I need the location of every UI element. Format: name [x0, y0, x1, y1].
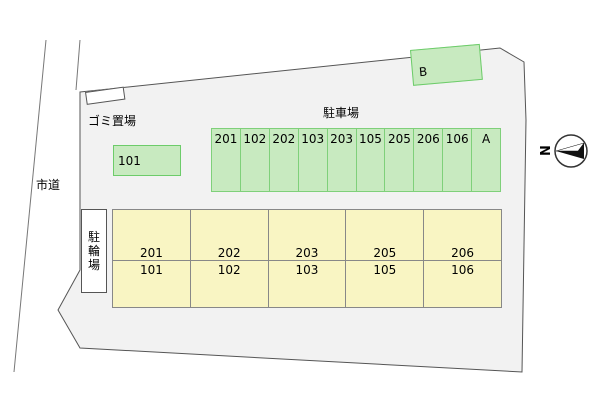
road-edge-left: [13, 39, 47, 373]
unit-lower-label: 106: [451, 263, 475, 277]
parking-space-b-label: B: [418, 64, 428, 80]
bicycle-parking: 駐 輪 場: [81, 209, 107, 293]
building-unit: 201 101: [113, 210, 190, 307]
city-road-label: 市道: [36, 178, 61, 192]
unit-lower-label: 101: [139, 263, 163, 277]
north-label: N: [540, 145, 554, 156]
unit-upper-label: 203: [295, 246, 319, 260]
parking-stall: 102: [240, 128, 270, 192]
parking-stall: 202: [269, 128, 299, 192]
building-unit: 203 103: [267, 210, 346, 307]
parking-stall: 205: [385, 128, 415, 192]
unit-upper-label: 205: [373, 246, 397, 260]
unit-upper-label: 206: [451, 246, 475, 260]
parking-stall: 201: [211, 128, 241, 192]
parking-space-b: B: [410, 43, 483, 86]
floor-divider: [190, 260, 268, 261]
unit-lower-label: 103: [295, 263, 319, 277]
garbage-area-label: ゴミ置場: [88, 114, 137, 128]
apartment-building: 201 101 202 102 203 103 205 105 206 106: [112, 209, 502, 308]
building-unit: 206 106: [423, 210, 501, 307]
unit-lower-label: 102: [217, 263, 241, 277]
parking-lot-label: 駐車場: [323, 106, 360, 120]
parking-stall: 203: [327, 128, 357, 192]
north-arrow-compass: N: [539, 132, 590, 170]
building-unit: 205 105: [345, 210, 424, 307]
parking-space-101-label: 101: [118, 154, 141, 168]
road-edge-right: [75, 39, 81, 91]
parking-stall: 206: [414, 128, 444, 192]
floor-divider: [113, 260, 190, 261]
unit-upper-label: 202: [217, 246, 241, 260]
parking-stall: 106: [443, 128, 473, 192]
parking-stall: 105: [356, 128, 386, 192]
bicycle-parking-label: 駐 輪 場: [87, 230, 100, 272]
unit-upper-label: 201: [139, 246, 163, 260]
compass-icon: N: [539, 134, 588, 168]
parking-stall: A: [472, 128, 502, 192]
parking-space-101: 101: [113, 145, 181, 176]
floor-divider: [424, 260, 501, 261]
unit-lower-label: 105: [373, 263, 397, 277]
floor-divider: [268, 260, 346, 261]
parking-row: 201 102 202 103 203 105 205 206 106 A: [211, 128, 502, 192]
building-unit: 202 102: [189, 210, 268, 307]
parking-stall: 103: [298, 128, 328, 192]
floor-divider: [346, 260, 424, 261]
